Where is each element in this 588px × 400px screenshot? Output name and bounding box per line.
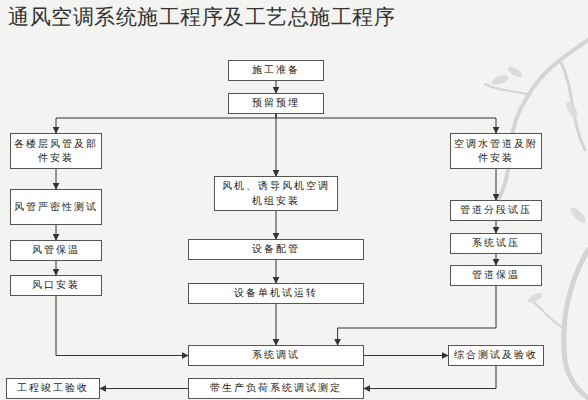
box-label: 风管严密性测试 xyxy=(14,200,98,215)
flow-arrow xyxy=(276,114,496,133)
flow-arrow xyxy=(496,221,497,233)
flow-arrow xyxy=(56,296,188,356)
box-label: 风口安装 xyxy=(32,278,80,293)
box-label: 风机、诱导风机空调机组安装 xyxy=(218,179,334,208)
flow-arrow xyxy=(100,388,188,389)
box-label: 管道分段试压 xyxy=(460,203,532,218)
flow-arrow xyxy=(276,114,277,176)
page-title: 通风空调系统施工程序及工艺总施工程序 xyxy=(8,3,395,31)
process-box: 风机、诱导风机空调机组安装 xyxy=(214,176,338,211)
flow-arrow xyxy=(364,366,496,389)
box-label: 空调水管道及附件安装 xyxy=(454,137,538,166)
process-box: 风管保温 xyxy=(10,240,102,261)
box-label: 预留预埋 xyxy=(252,96,300,111)
flow-arrow xyxy=(56,114,276,133)
box-label: 设备单机试运转 xyxy=(234,286,318,301)
process-box: 空调水管道及附件安装 xyxy=(450,133,542,169)
process-box: 管道分段试压 xyxy=(450,200,542,221)
process-box: 风管严密性测试 xyxy=(10,189,102,225)
flow-arrow xyxy=(364,355,448,356)
box-label: 设备配管 xyxy=(252,242,300,257)
box-label: 施工准备 xyxy=(252,63,300,78)
flow-arrow xyxy=(276,304,277,345)
box-label: 带生产负荷系统调试测定 xyxy=(210,381,342,396)
flow-arrow xyxy=(276,211,277,239)
box-label: 风管保温 xyxy=(32,243,80,258)
process-box: 各楼层风管及部件安装 xyxy=(10,133,102,169)
process-box: 设备单机试运转 xyxy=(188,283,364,304)
box-label: 系统试压 xyxy=(472,236,520,251)
process-box: 设备配管 xyxy=(188,239,364,260)
process-box: 系统调试 xyxy=(188,345,364,366)
process-box: 风口安装 xyxy=(10,275,102,296)
flow-arrow xyxy=(276,260,277,283)
box-label: 管道保温 xyxy=(472,268,520,283)
process-box: 综合测试及验收 xyxy=(448,345,544,366)
box-label: 系统调试 xyxy=(252,348,300,363)
flow-arrow xyxy=(496,254,497,265)
process-box: 施工准备 xyxy=(228,60,324,81)
flow-arrow xyxy=(56,261,57,275)
box-label: 工程竣工验收 xyxy=(17,381,89,396)
flow-arrow xyxy=(276,81,277,93)
process-box: 预留预埋 xyxy=(228,93,324,114)
process-box: 管道保温 xyxy=(450,265,542,286)
process-box: 带生产负荷系统调试测定 xyxy=(188,378,364,399)
flow-arrow xyxy=(56,169,57,189)
flow-arrow xyxy=(496,169,497,200)
box-label: 综合测试及验收 xyxy=(454,348,538,363)
flow-arrow xyxy=(56,225,57,240)
box-label: 各楼层风管及部件安装 xyxy=(14,137,98,166)
process-box: 系统试压 xyxy=(450,233,542,254)
process-box: 工程竣工验收 xyxy=(6,378,100,399)
